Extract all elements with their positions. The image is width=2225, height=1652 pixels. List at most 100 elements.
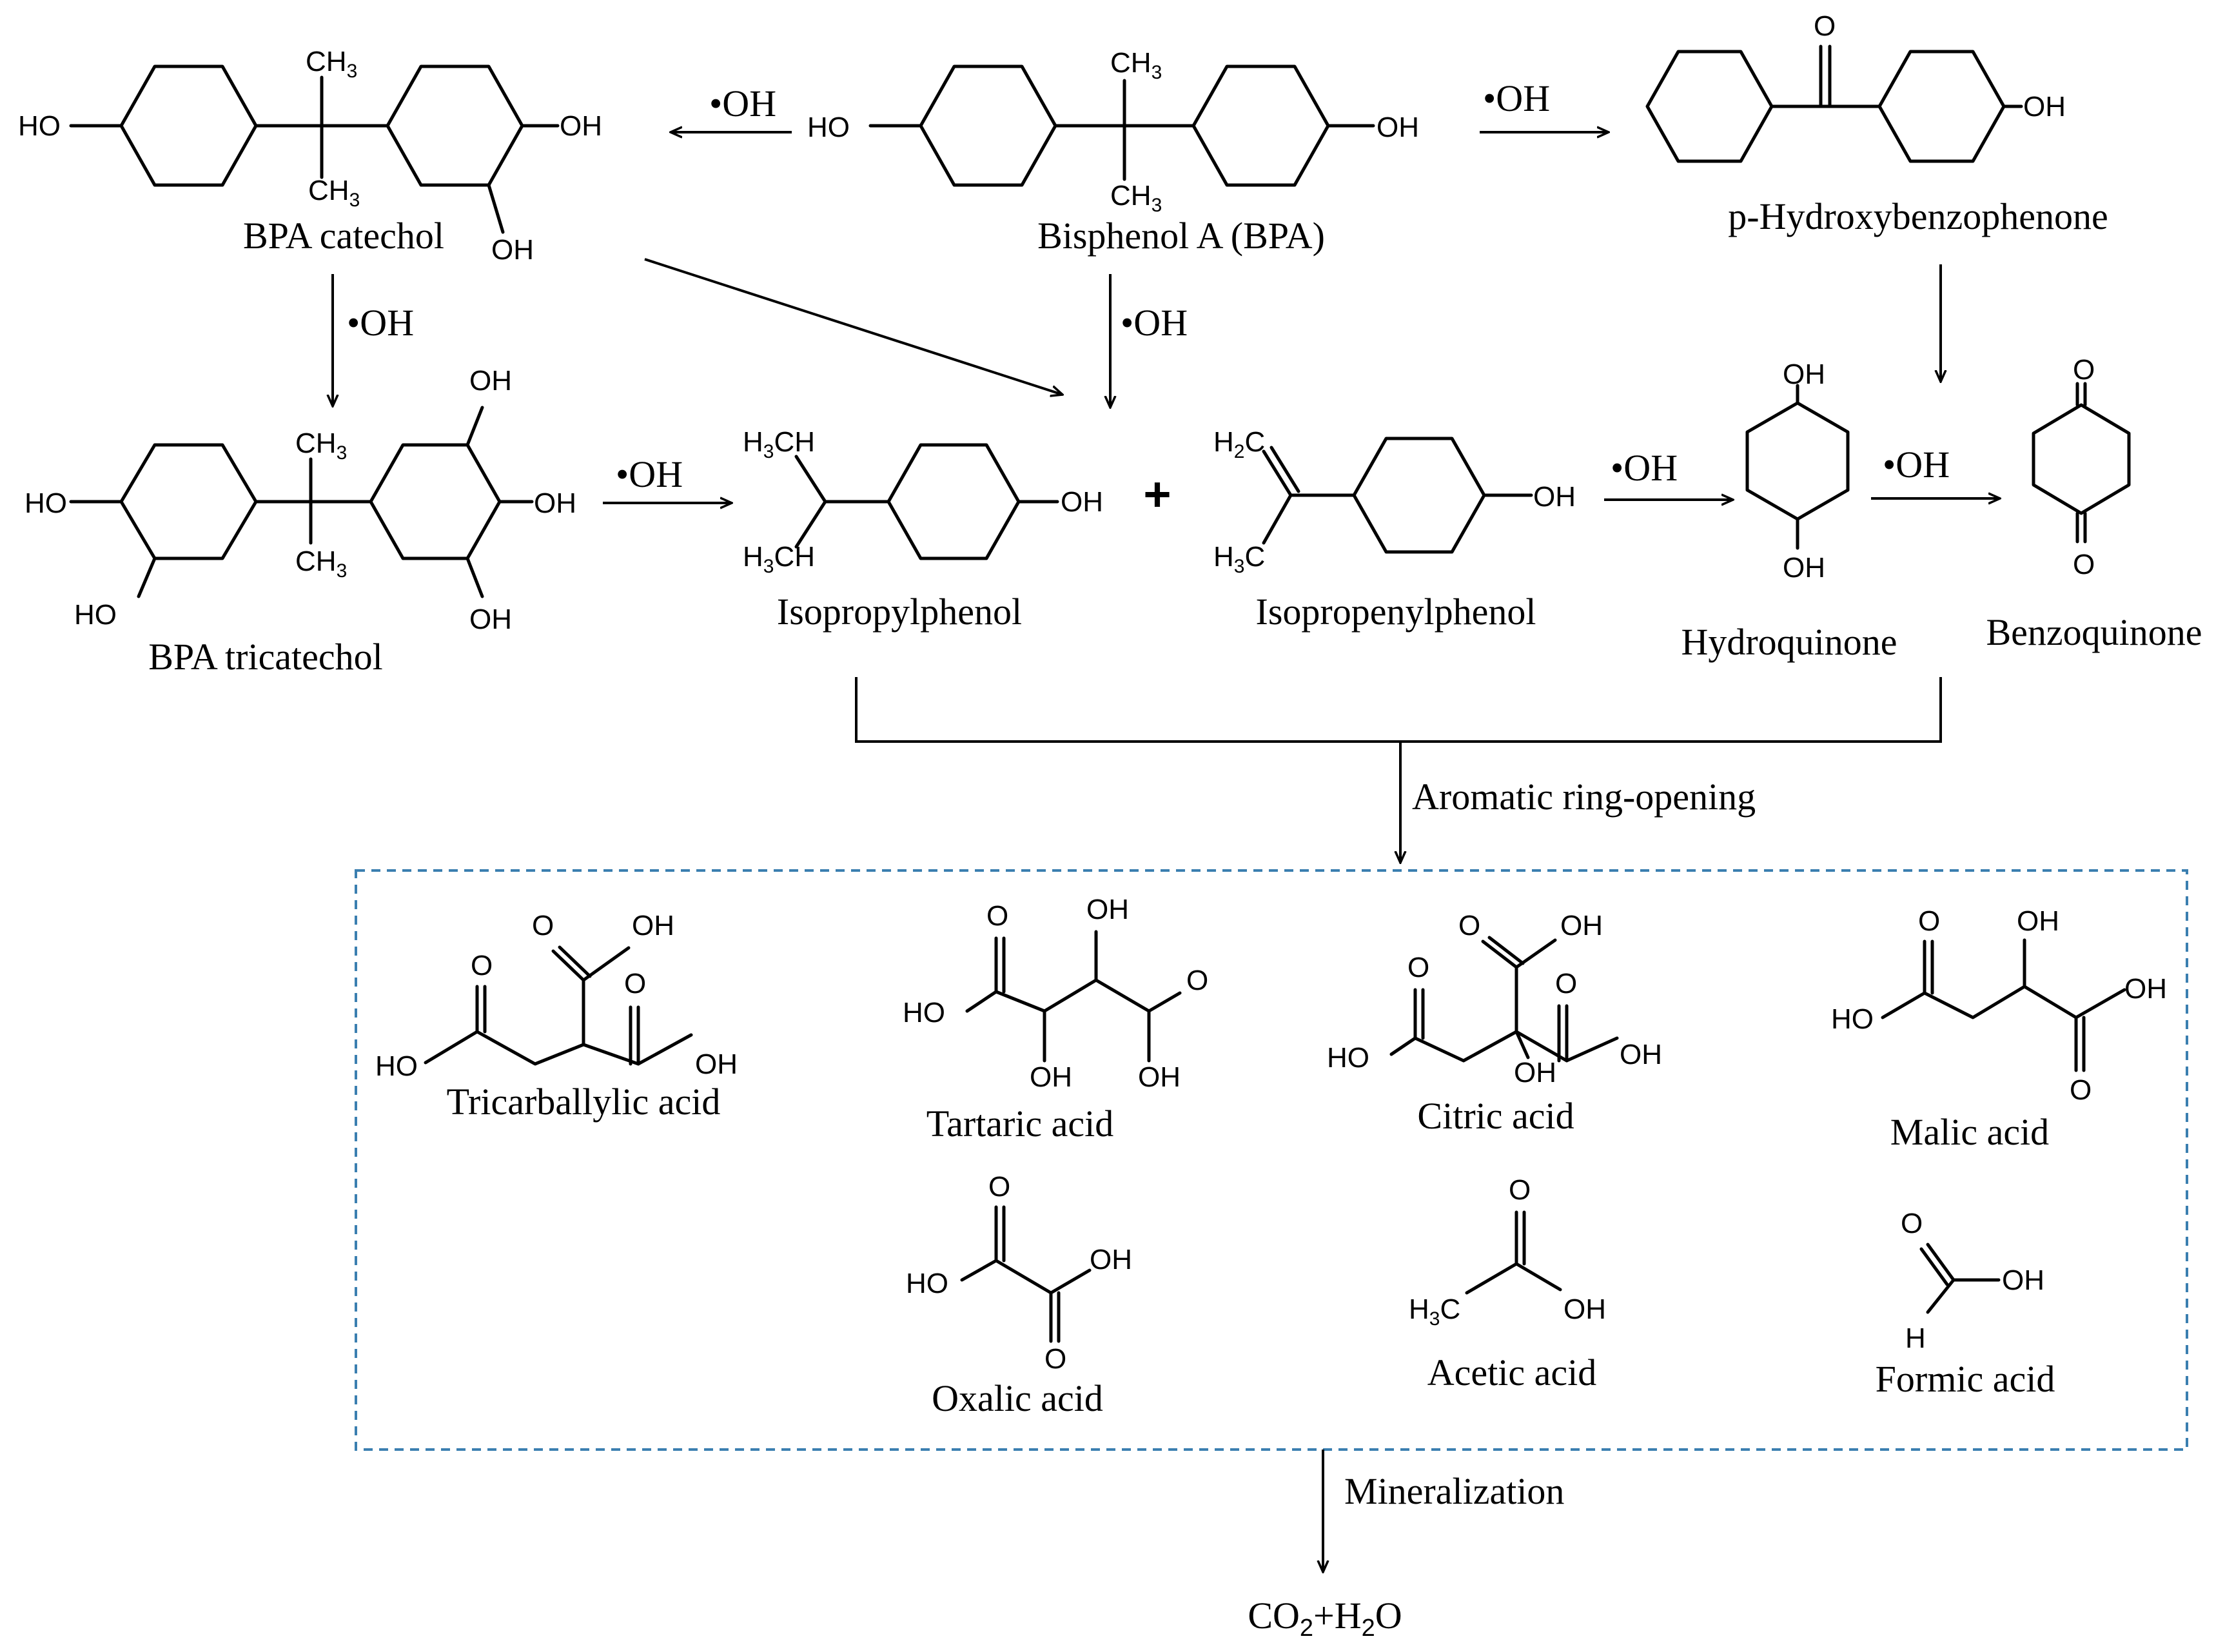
oxalic-oh: OH [1090,1244,1132,1275]
oxalic-acid-label: Oxalic acid [932,1377,1103,1419]
bpa-tricatechol-label: BPA tricatechol [148,636,383,678]
malic-ho: HO [1831,1003,1874,1035]
formic-o: O [1901,1208,1923,1239]
malic-o-2: O [2070,1074,2092,1106]
isopropenyl-ch2: H2C [1213,426,1265,462]
bpa-ho: HO [807,112,850,143]
hydroquinone-oh-top: OH [1783,359,1825,390]
p-hydroxybenzophenone-label: p-Hydroxybenzophenone [1728,195,2108,237]
isopropenylphenol-label: Isopropenylphenol [1256,591,1536,633]
tricarballylic-o-2: O [532,910,554,941]
isopropenylphenol-oh: OH [1533,481,1576,513]
ring-opening-label: Aromatic ring-opening [1412,776,1756,818]
oh-reagent-7: •OH [1883,444,1950,486]
isopropyl-ch3-1: H3CH [743,426,815,462]
oh-reagent-5: •OH [616,453,683,495]
benzoquinone-o-top: O [2073,354,2095,386]
oxalic-ho: HO [906,1268,948,1299]
bpa-structure: HO OH CH3 CH3 [807,47,1419,216]
benzoquinone-label: Benzoquinone [1986,611,2202,653]
tricatechol-ch3-bottom: CH3 [295,546,347,582]
bpa-catechol-oh-1: OH [560,110,602,142]
benzoquinone-o-bottom: O [2073,549,2095,580]
citric-acid-structure: HO O O OH O OH OH [1327,910,1662,1088]
isopropylphenol-label: Isopropylphenol [777,591,1022,633]
collecting-bracket [855,677,1942,743]
tricarballylic-ho: HO [375,1050,418,1082]
tricatechol-oh-3: OH [469,604,512,635]
tartaric-ho: HO [903,997,945,1028]
benzoquinone-structure: O O [2032,354,2131,580]
benzophenone-carbonyl-o: O [1814,10,1836,42]
tricatechol-ho-2: HO [74,599,117,631]
citric-oh-middle: OH [1514,1057,1556,1088]
ring-opening-products-box [355,869,2188,1451]
tricatechol-oh-2: OH [534,487,576,519]
bpa-catechol-structure: HO OH OH CH3 CH3 [18,46,602,266]
tricarballylic-oh-1: OH [632,910,674,941]
oxalic-o-2: O [1044,1343,1066,1375]
oxalic-o-1: O [988,1171,1010,1203]
benzophenone-oh: OH [2023,91,2066,123]
oh-reagent-6: •OH [1611,447,1678,489]
tricatechol-ch3-top: CH3 [295,428,347,464]
formic-acid-label: Formic acid [1876,1358,2055,1400]
malic-oh-top: OH [2017,905,2059,937]
oh-reagent-4: •OH [1121,302,1188,344]
bpa-catechol-oh-2: OH [491,234,534,266]
acetic-o: O [1509,1174,1531,1206]
tartaric-oh-bottom-2: OH [1138,1061,1181,1093]
tricarballylic-acid-structure: HO O O OH O OH [375,910,738,1082]
plus-sign: + [1143,467,1171,521]
bpa-catechol-ho: HO [18,110,61,142]
isopropenyl-ch3: H3C [1213,541,1265,577]
isopropylphenol-structure: H3CH H3CH OH [743,426,1103,577]
oh-reagent-1: •OH [709,83,776,124]
tricarballylic-acid-label: Tricarballylic acid [447,1081,721,1123]
citric-oh-right: OH [1620,1039,1662,1070]
tartaric-o-2: O [1186,965,1208,996]
citric-oh-top: OH [1560,910,1603,941]
malic-acid-structure: HO O OH OH O [1831,905,2167,1106]
citric-o-2: O [1458,910,1480,941]
acetic-acid-label: Acetic acid [1427,1352,1596,1393]
isopropyl-ch3-2: H3CH [743,541,815,577]
hydroquinone-label: Hydroquinone [1681,621,1897,663]
tricarballylic-oh-2: OH [695,1048,738,1080]
oh-reagent-3: •OH [347,302,414,344]
tartaric-acid-structure: HO O OH O OH OH [903,894,1208,1093]
malic-o-1: O [1918,905,1940,937]
bpa-catechol-ch3-top: CH3 [306,46,357,82]
bpa-ch3-bottom: CH3 [1110,180,1162,216]
formic-h: H [1905,1323,1926,1354]
tricarballylic-o-1: O [471,950,493,981]
isopropylphenol-oh: OH [1061,486,1103,518]
tartaric-oh-top: OH [1086,894,1129,925]
malic-acid-label: Malic acid [1890,1111,2049,1153]
bpa-catechol-ch3-bottom: CH3 [308,175,360,211]
malic-oh-right: OH [2124,973,2167,1005]
bpa-oh: OH [1377,112,1419,143]
formic-oh: OH [2002,1264,2044,1296]
acetic-ch3: H3C [1409,1293,1460,1330]
bpa-ch3-top: CH3 [1110,47,1162,83]
formic-acid-structure: O OH H [1901,1208,2044,1354]
isopropenylphenol-structure: H2C H3C OH [1213,426,1576,577]
mineralization-label: Mineralization [1344,1470,1564,1512]
final-products: CO2+H2O [1248,1595,1402,1642]
tartaric-o-1: O [986,900,1008,932]
tricatechol-ho-1: HO [25,487,67,519]
citric-acid-label: Citric acid [1417,1095,1574,1137]
oh-reagent-2: •OH [1483,77,1550,119]
oxalic-acid-structure: HO O OH O [906,1171,1132,1375]
citric-o-3: O [1555,968,1577,999]
acetic-oh: OH [1563,1293,1606,1325]
tricatechol-oh-1: OH [469,365,512,397]
tartaric-oh-bottom-1: OH [1030,1061,1072,1093]
bpa-tricatechol-structure: HO HO OH OH OH CH3 CH3 [25,365,576,635]
tricarballylic-o-3: O [624,968,646,999]
hydroquinone-oh-bottom: OH [1783,552,1825,584]
citric-ho: HO [1327,1042,1369,1074]
bpa-label: Bisphenol A (BPA) [1037,215,1325,257]
